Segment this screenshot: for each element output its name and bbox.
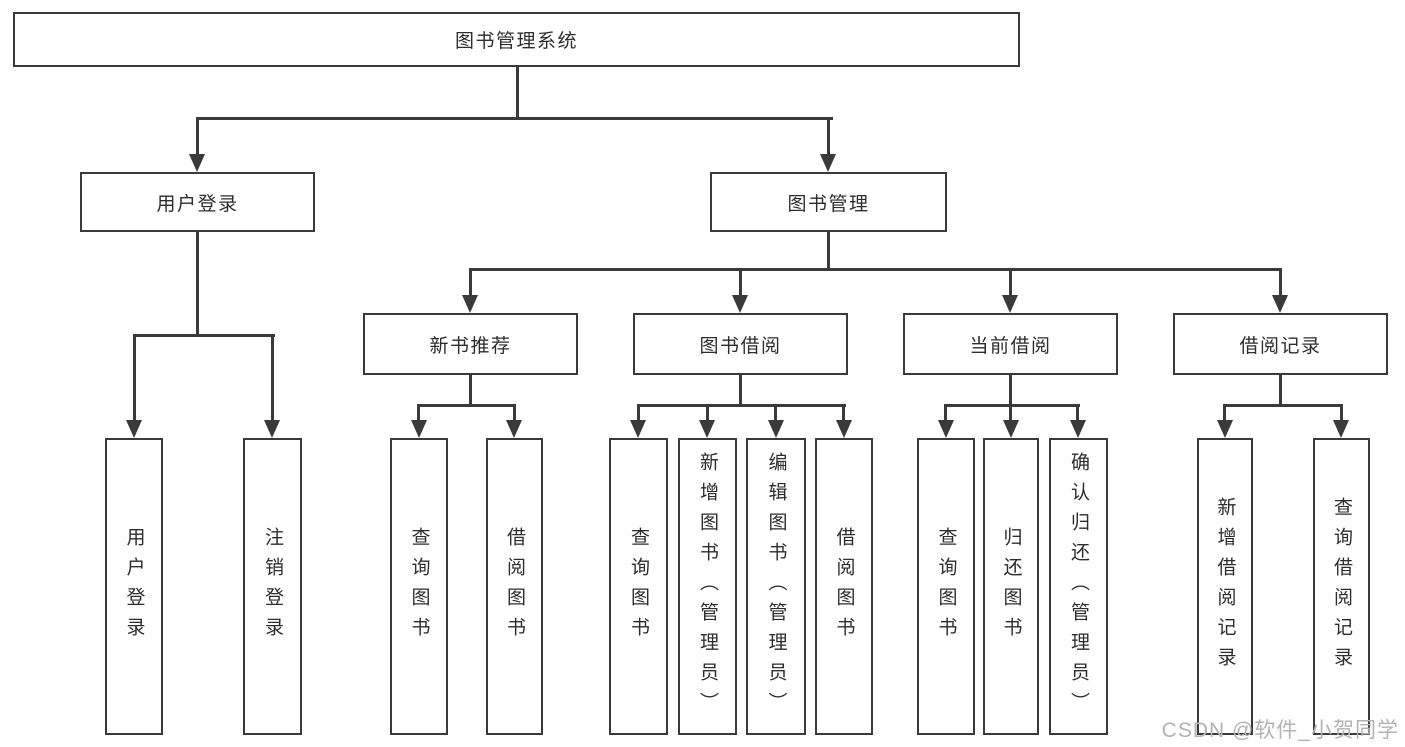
connector-arrowhead-down [264, 420, 280, 438]
connector-line [1279, 375, 1282, 406]
node-label: 编辑图书（管理员） [765, 451, 787, 722]
connector-line [1009, 404, 1012, 422]
connector-line [827, 232, 830, 271]
connector-line [739, 375, 742, 406]
connector-arrowhead-down [768, 420, 784, 438]
connector-line [842, 404, 845, 422]
connector-line [417, 404, 420, 422]
connector-line [469, 268, 472, 298]
connector-arrowhead-down [1272, 295, 1288, 313]
connector-line [196, 232, 199, 336]
connector-line [469, 268, 1282, 271]
connector-line [133, 334, 275, 337]
connector-arrowhead-down [1333, 420, 1349, 438]
node-label: 图书管理系统 [454, 31, 578, 52]
node-label: 用户登录 [123, 526, 145, 647]
connector-line [637, 404, 640, 422]
connector-line [1223, 404, 1343, 407]
leaf-bb-add-books-admin: 新增图书（管理员） [678, 438, 737, 735]
connector-line [196, 117, 833, 120]
connector-line [417, 404, 516, 407]
node-new-book-recommend: 新书推荐 [363, 313, 578, 375]
node-book-borrowing: 图书借阅 [633, 313, 848, 375]
leaf-bb-edit-books-admin: 编辑图书（管理员） [746, 438, 806, 735]
leaf-user-login: 用户登录 [105, 438, 163, 735]
node-label: 查询图书 [935, 526, 957, 647]
node-label: 归还图书 [1000, 526, 1022, 647]
node-label: 确认归还（管理员） [1068, 451, 1089, 722]
leaf-nbr-query-books: 查询图书 [390, 438, 448, 735]
node-borrow-records: 借阅记录 [1173, 313, 1388, 375]
connector-line [774, 404, 777, 422]
leaf-br-add-record: 新增借阅记录 [1197, 438, 1253, 735]
connector-line [271, 334, 274, 421]
node-library-management-system: 图书管理系统 [13, 12, 1020, 67]
connector-line [513, 404, 516, 422]
connector-arrowhead-down [411, 420, 427, 438]
leaf-cb-query-books: 查询图书 [917, 438, 975, 735]
connector-line [1009, 375, 1012, 406]
connector-arrowhead-down [1003, 420, 1019, 438]
connector-arrowhead-down [126, 420, 142, 438]
node-label: 借阅记录 [1239, 335, 1322, 357]
connector-line [739, 268, 742, 298]
connector-arrowhead-down [506, 420, 522, 438]
connector-line [133, 334, 136, 421]
connector-arrowhead-down [1217, 420, 1233, 438]
node-label: 用户登录 [156, 193, 239, 215]
node-label: 查询图书 [628, 526, 649, 647]
node-label: 借阅图书 [833, 526, 855, 647]
connector-line [944, 404, 947, 422]
connector-arrowhead-down [938, 420, 954, 438]
leaf-bb-borrow-books: 借阅图书 [815, 438, 873, 735]
node-label: 新增借阅记录 [1214, 496, 1236, 677]
node-user-login: 用户登录 [80, 172, 315, 232]
connector-line [1340, 404, 1343, 422]
connector-line [1009, 268, 1012, 298]
connector-arrowhead-down [699, 420, 715, 438]
connector-arrowhead-down [1070, 420, 1086, 438]
node-label: 图书借阅 [699, 335, 782, 357]
node-label: 当前借阅 [969, 335, 1052, 357]
connector-line [196, 117, 199, 155]
connector-arrowhead-down [732, 295, 748, 313]
connector-arrowhead-down [1002, 295, 1018, 313]
connector-line [516, 67, 519, 120]
node-label: 借阅图书 [504, 526, 525, 647]
connector-line [637, 404, 846, 407]
connector-line [944, 404, 1080, 407]
connector-line [1279, 268, 1282, 298]
connector-line [1076, 404, 1079, 422]
node-label: 图书管理 [787, 193, 870, 215]
connector-arrowhead-down [189, 154, 205, 172]
connector-arrowhead-down [462, 295, 478, 313]
connector-arrowhead-down [630, 420, 646, 438]
connector-arrowhead-down [836, 420, 852, 438]
node-label: 查询图书 [408, 526, 430, 647]
node-label: 新书推荐 [429, 335, 512, 357]
leaf-logout: 注销登录 [243, 438, 302, 735]
leaf-cb-confirm-return-admin: 确认归还（管理员） [1049, 438, 1108, 735]
leaf-nbr-borrow-books: 借阅图书 [486, 438, 543, 735]
node-label: 查询借阅记录 [1331, 496, 1352, 677]
leaf-cb-return-books: 归还图书 [983, 438, 1039, 735]
connector-line [706, 404, 709, 422]
watermark-text: CSDN @软件_小贺同学 [1161, 719, 1399, 742]
connector-arrowhead-down [820, 154, 836, 172]
connector-line [469, 375, 472, 406]
connector-line [1223, 404, 1226, 422]
leaf-br-query-record: 查询借阅记录 [1313, 438, 1370, 735]
connector-line [827, 117, 830, 155]
node-current-borrowing: 当前借阅 [903, 313, 1118, 375]
node-label: 注销登录 [262, 526, 283, 647]
node-label: 新增图书（管理员） [697, 451, 718, 722]
leaf-bb-query-books: 查询图书 [609, 438, 668, 735]
node-book-management: 图书管理 [710, 172, 947, 232]
